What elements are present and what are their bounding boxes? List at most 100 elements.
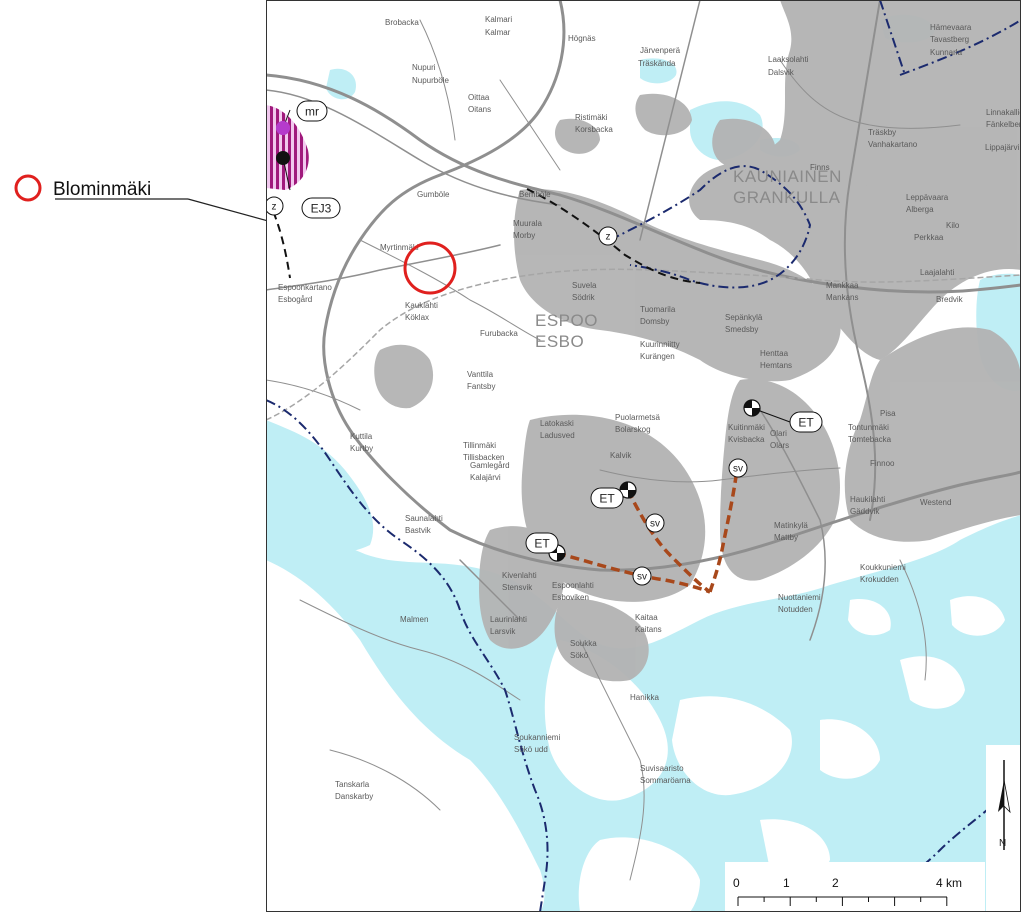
place-label: Larsvik — [490, 627, 516, 636]
place-label: Tuomarila — [640, 305, 676, 314]
place-label: Kalmari — [485, 15, 512, 24]
marker-label-et: ET — [599, 492, 615, 506]
place-label: Tontunmäki — [848, 423, 889, 432]
place-label: Espoonkartano — [278, 283, 332, 292]
place-label: Kuurinniitty — [640, 340, 680, 349]
place-label: Suvisaaristo — [640, 764, 684, 773]
marker-label-box[interactable] — [301, 197, 341, 219]
place-label: Krokudden — [860, 575, 899, 584]
place-label: Fantsby — [467, 382, 495, 391]
place-label: Lippajärvi — [985, 143, 1019, 152]
place-label: Koukkuniemi — [860, 563, 906, 572]
place-label: Finns — [810, 163, 830, 172]
place-label: Laajalahti — [920, 268, 954, 277]
marker-label-box[interactable] — [525, 532, 559, 554]
legend-label-blominmaki: Blominmäki — [53, 179, 151, 200]
place-label: Perkkaa — [914, 233, 944, 242]
place-label: Espoonlahti — [552, 581, 594, 590]
place-label: Henttaa — [760, 349, 789, 358]
marker-label-z: z — [272, 202, 277, 213]
marker-label-box[interactable] — [789, 411, 823, 433]
municipality-esbo: ESBO — [535, 332, 584, 351]
place-label: Soukka — [570, 639, 597, 648]
place-label: Kvisbacka — [728, 435, 765, 444]
place-label: Laurinlahti — [490, 615, 527, 624]
marker-label-sv: sv — [637, 572, 647, 583]
blominmaki-location-circle[interactable] — [403, 241, 457, 295]
place-label: Myrtinmäki — [380, 243, 419, 252]
place-label: Vanttila — [467, 370, 494, 379]
marker-label-sv: sv — [733, 464, 743, 475]
municipality-espoo: ESPOO — [535, 311, 598, 330]
marker-circle-z[interactable] — [598, 226, 618, 246]
place-label: Pisa — [880, 409, 896, 418]
place-label: Haukilahti — [850, 495, 885, 504]
place-label: Sökö — [570, 651, 589, 660]
road-network — [266, 0, 1021, 881]
place-label: Alberga — [906, 205, 934, 214]
place-label: Notudden — [778, 605, 813, 614]
place-label: Muurala — [513, 219, 542, 228]
marker-label-z: z — [606, 232, 611, 243]
marker-label-box[interactable] — [590, 487, 624, 509]
place-label: Kurtby — [350, 444, 373, 453]
marker-circle-sv[interactable] — [728, 458, 748, 478]
marker-label-box[interactable] — [296, 100, 328, 122]
place-label: Kuitinmäki — [728, 423, 765, 432]
place-label: Suvela — [572, 281, 597, 290]
place-label: Kurängen — [640, 352, 675, 361]
marker-circle-sv[interactable] — [645, 513, 665, 533]
place-label: Laaksolahti — [768, 55, 809, 64]
place-label: Smedsby — [725, 325, 758, 334]
place-label: Nuottaniemi — [778, 593, 821, 602]
municipality-labels: KAUNIAINEN GRANKULLA ESPOO ESBO — [535, 167, 841, 351]
place-label: Korsbacka — [575, 125, 613, 134]
place-label: Oitans — [468, 105, 491, 114]
place-label: Kaitans — [635, 625, 662, 634]
place-label: Kaitaa — [635, 613, 658, 622]
place-label: Malmen — [400, 615, 428, 624]
place-label: Leppävaara — [906, 193, 949, 202]
place-label: Matinkylä — [774, 521, 808, 530]
trail-lines — [556, 459, 740, 594]
place-label: Kivenlahti — [502, 571, 537, 580]
place-label: Hanikka — [630, 693, 659, 702]
place-label: Saunalahti — [405, 514, 443, 523]
place-label: Stensvik — [502, 583, 533, 592]
marker-label-et: ET — [798, 416, 814, 430]
islands — [266, 560, 1005, 912]
place-label: Tavastberg — [930, 35, 969, 44]
place-label: Mankkaa — [826, 281, 859, 290]
place-label: Kauklahti — [405, 301, 438, 310]
scale-tick-0: 0 — [733, 876, 740, 890]
place-label: Tillisbacken — [463, 453, 505, 462]
place-label: Tillinmäki — [463, 441, 496, 450]
place-label: Latokaski — [540, 419, 574, 428]
marker-circle-z[interactable] — [265, 196, 284, 216]
place-label: Soukanniemi — [514, 733, 560, 742]
north-label: N — [999, 838, 1006, 849]
place-label: Mankans — [826, 293, 858, 302]
marker-circle-sv[interactable] — [632, 566, 652, 586]
place-label: Träskby — [868, 128, 896, 137]
scale-tick-2: 2 — [832, 876, 839, 890]
scale-tick-1: 1 — [783, 876, 790, 890]
place-label: Brobacka — [385, 18, 419, 27]
place-label: Sökö udd — [514, 745, 548, 754]
marker-label-mr: mr — [305, 105, 319, 119]
place-label: Ladusved — [540, 431, 575, 440]
place-label: Esbogård — [278, 295, 312, 304]
place-label: Bredvik — [936, 295, 964, 304]
place-label: Kalvik — [610, 451, 632, 460]
place-label: Kilo — [946, 221, 960, 230]
place-label: Puolarmetsä — [615, 413, 660, 422]
place-label: Vanhakartano — [868, 140, 918, 149]
marker-dot — [276, 151, 290, 165]
scale-tick-4km: 4 km — [936, 876, 962, 890]
place-label: Esboviken — [552, 593, 589, 602]
place-label: Morby — [513, 231, 535, 240]
municipality-grankulla: GRANKULLA — [733, 188, 841, 207]
